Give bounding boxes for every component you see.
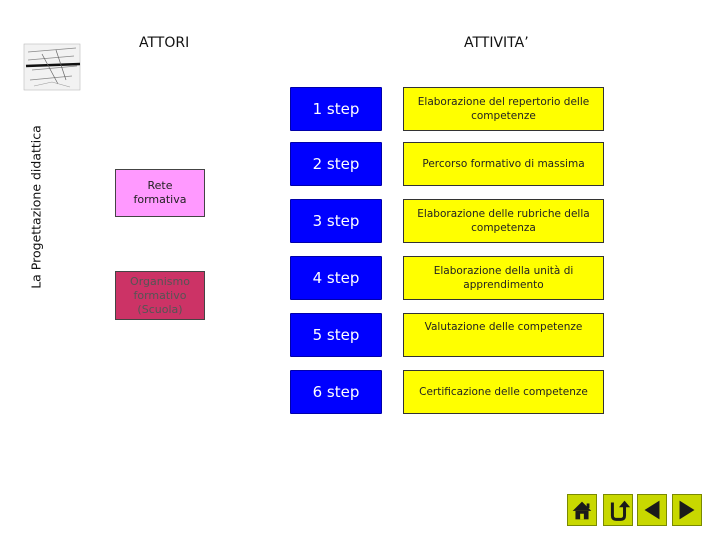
task-2: Percorso formativo di massima — [403, 142, 604, 186]
task-4: Elaborazione della unità di apprendiment… — [403, 256, 604, 300]
previous-icon — [644, 500, 660, 520]
return-icon — [610, 500, 631, 521]
activities-header: ATTIVITA’ — [464, 35, 529, 51]
actors-header: ATTORI — [139, 35, 190, 51]
step-2-button[interactable]: 2 step — [290, 142, 382, 186]
side-title-text: La Progettazione didattica — [28, 125, 44, 289]
step-1-button[interactable]: 1 step — [290, 87, 382, 131]
task-6: Certificazione delle competenze — [403, 370, 604, 414]
home-icon — [572, 501, 592, 520]
home-button[interactable] — [567, 494, 597, 526]
step-4-button[interactable]: 4 step — [290, 256, 382, 300]
actor-label: Organismo formativo (Scuola) — [130, 274, 190, 316]
next-button[interactable] — [672, 494, 702, 526]
return-button[interactable] — [603, 494, 633, 526]
task-1: Elaborazione del repertorio delle compet… — [403, 87, 604, 131]
side-title: La Progettazione didattica — [26, 112, 46, 302]
actor-label: Rete formativa — [133, 179, 187, 206]
step-6-button[interactable]: 6 step — [290, 370, 382, 414]
step-5-button[interactable]: 5 step — [290, 313, 382, 357]
task-3: Elaborazione delle rubriche della compet… — [403, 199, 604, 243]
next-icon — [679, 500, 695, 520]
logo-image — [22, 40, 82, 94]
previous-button[interactable] — [637, 494, 667, 526]
actor-rete-formativa[interactable]: Rete formativa — [115, 169, 205, 217]
step-3-button[interactable]: 3 step — [290, 199, 382, 243]
task-5: Valutazione delle competenze — [403, 313, 604, 357]
actor-organismo-formativo[interactable]: Organismo formativo (Scuola) — [115, 271, 205, 320]
